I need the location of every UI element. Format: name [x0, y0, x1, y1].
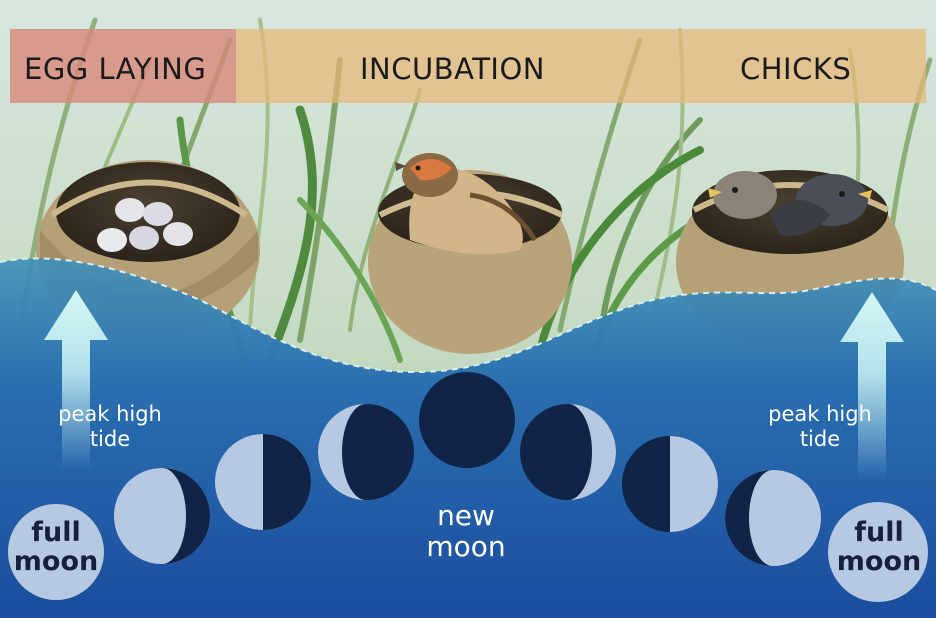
- moon-phase-icon: [8, 504, 104, 600]
- up-arrow-icon: [840, 292, 904, 480]
- moon-phase-icon: [419, 372, 515, 468]
- stage-label-chicks: CHICKS: [740, 52, 852, 86]
- peak-high-tide-label-right: peak high tide: [768, 402, 872, 451]
- moon-phase-icon: [215, 434, 311, 530]
- stage-band-incubation-chicks: [236, 29, 926, 103]
- moon-phase-icon: [520, 404, 616, 500]
- up-arrow-icon: [44, 290, 108, 470]
- full-moon-label-left: full moon: [13, 517, 99, 577]
- moon-phase-icon: [725, 470, 821, 566]
- full-moon-label-right: full moon: [836, 517, 922, 577]
- stage-label-incubation: INCUBATION: [360, 52, 545, 86]
- peak-high-tide-label-left: peak high tide: [58, 402, 162, 451]
- stage-label-egg-laying: EGG LAYING: [24, 52, 207, 86]
- moon-phase-icon: [318, 404, 414, 500]
- new-moon-label: new moon: [426, 499, 506, 563]
- moon-phase-icon: [828, 502, 928, 602]
- moon-phase-icon: [114, 468, 210, 564]
- nest-with-incubating-bird-icon: [368, 153, 572, 354]
- moon-phase-icon: [622, 436, 718, 532]
- stage-band-egg-laying: [10, 29, 236, 103]
- tide-line: [0, 257, 936, 374]
